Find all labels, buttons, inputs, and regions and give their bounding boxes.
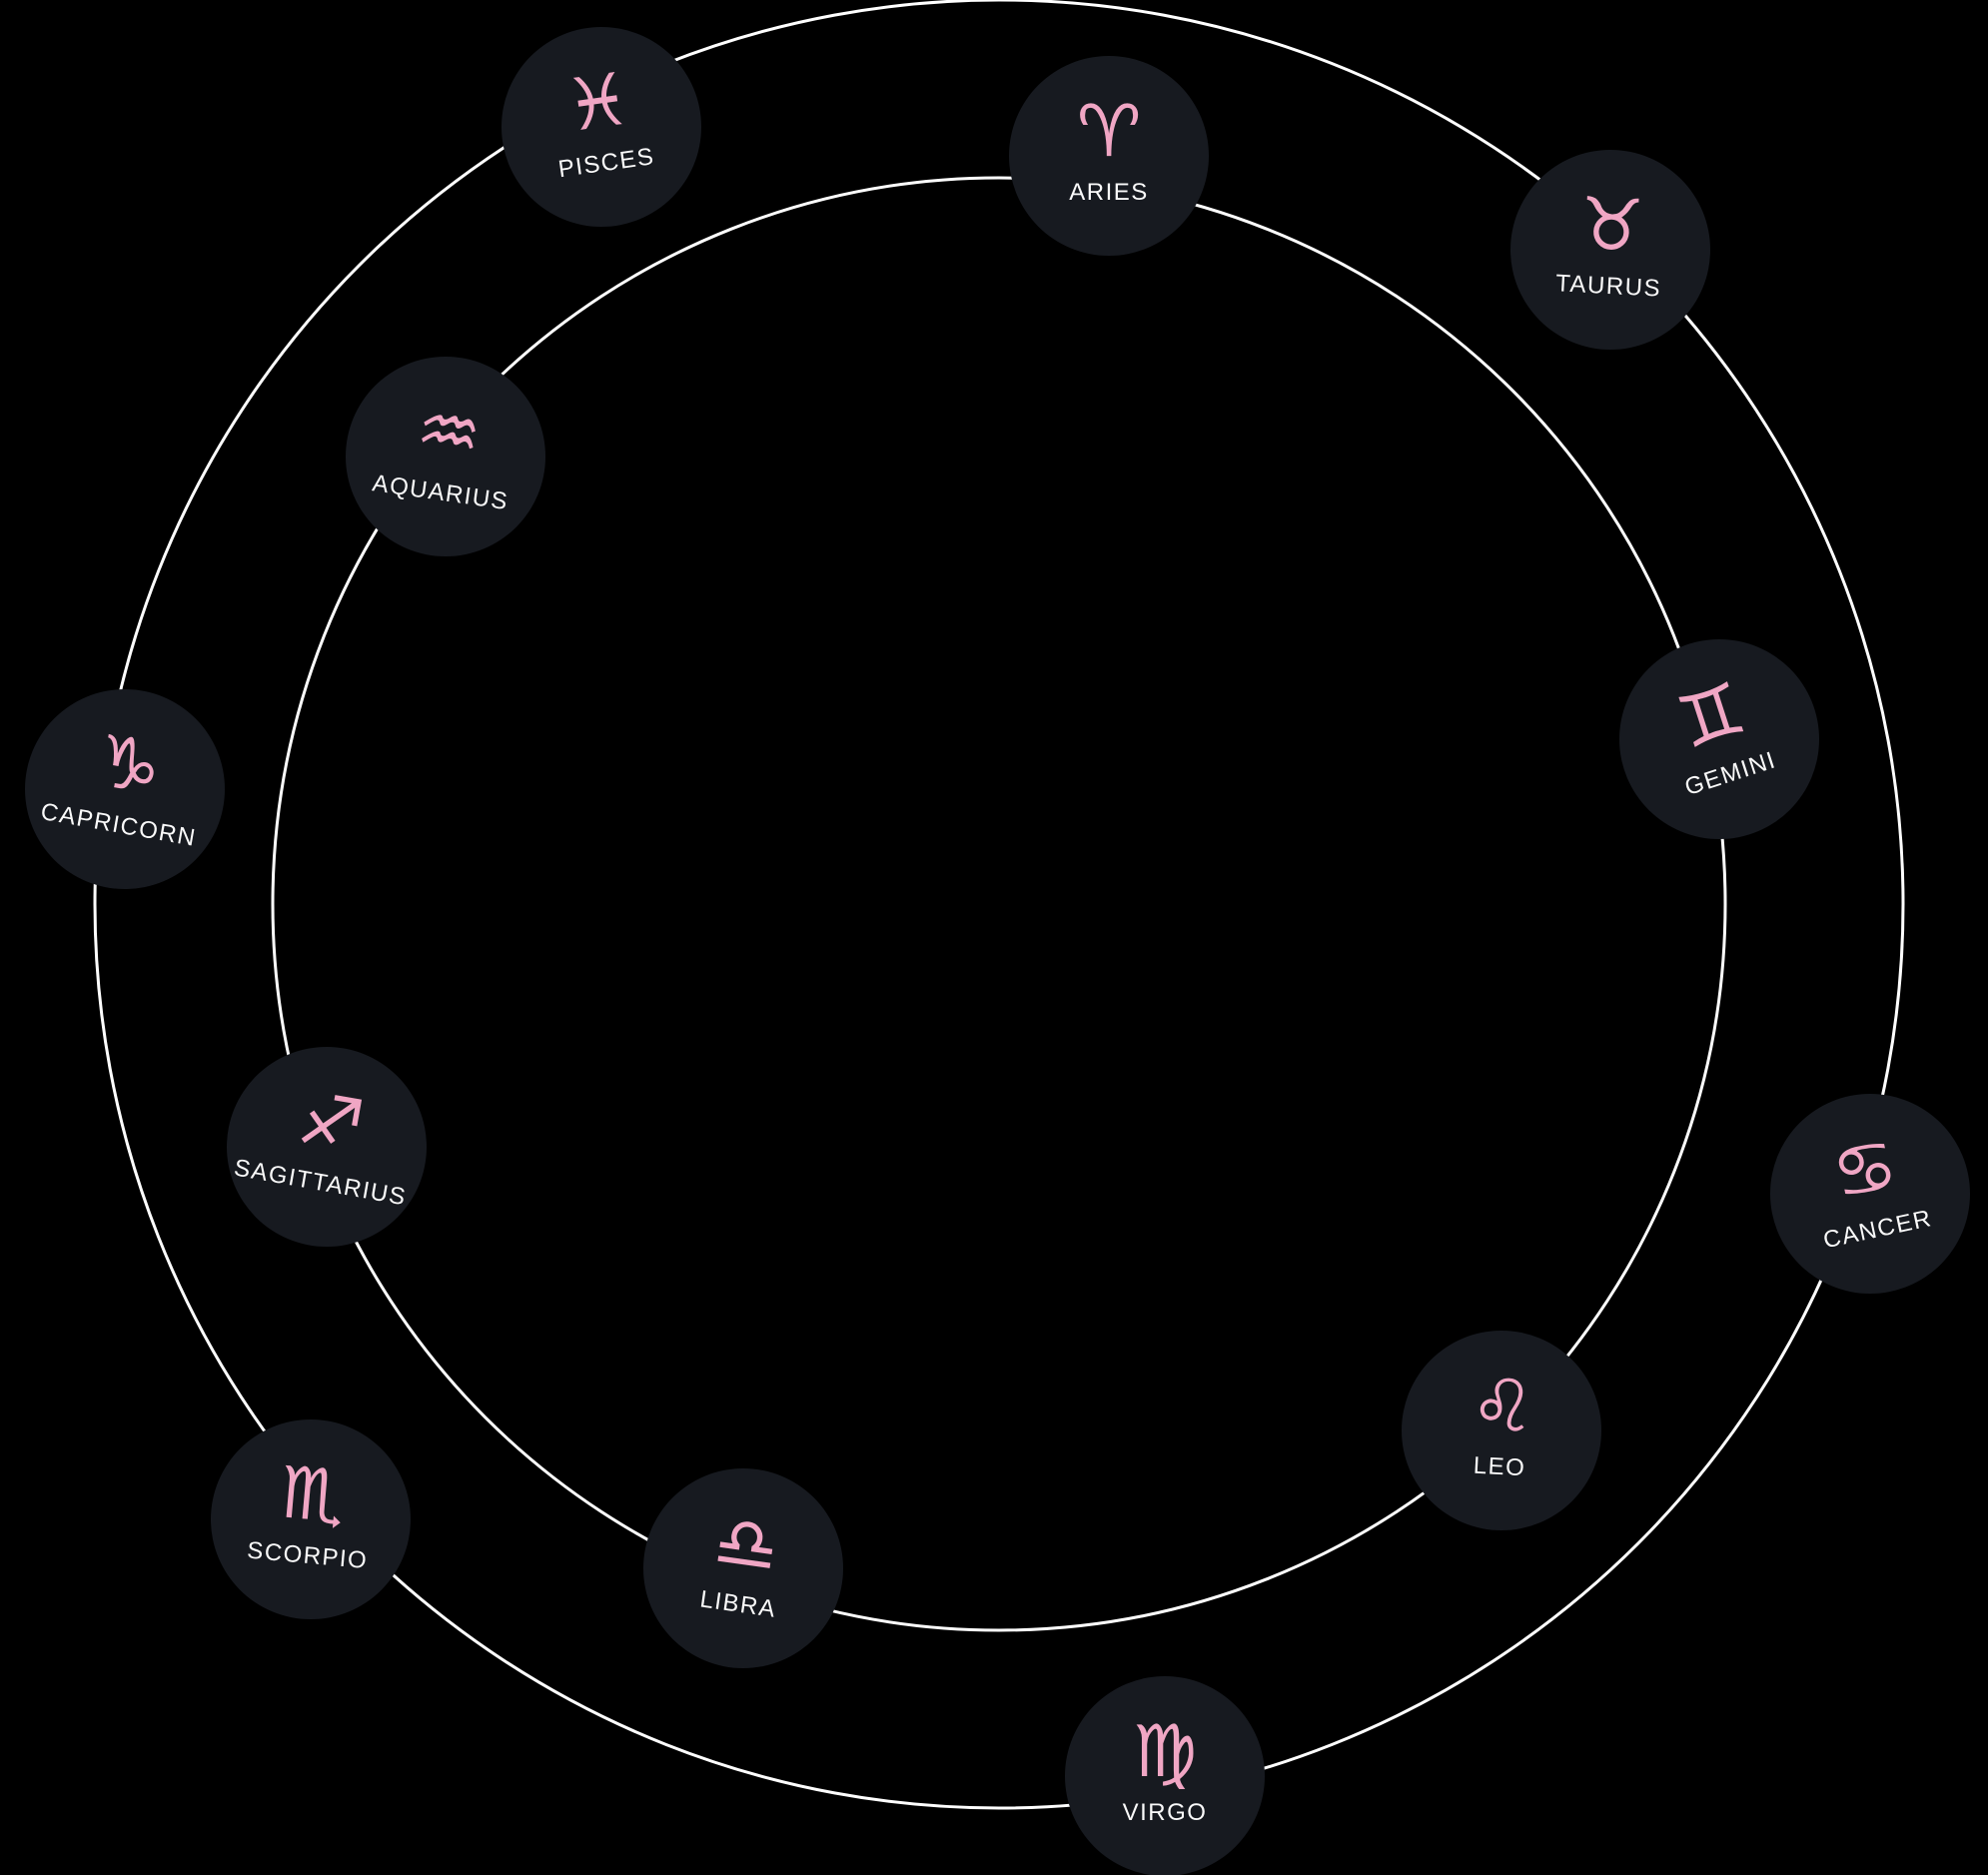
taurus-icon: ♉ bbox=[1576, 181, 1646, 269]
aquarius-icon: ♒ bbox=[411, 386, 488, 478]
pisces-label: PISCES bbox=[556, 143, 657, 184]
taurus-label: TAURUS bbox=[1554, 270, 1662, 303]
cancer-label: CANCER bbox=[1820, 1205, 1935, 1255]
scorpio-icon: ♏ bbox=[277, 1449, 349, 1539]
virgo-icon: ♍ bbox=[1132, 1709, 1198, 1793]
cancer-icon: ♋ bbox=[1824, 1121, 1906, 1218]
badge-sagittarius[interactable]: ♐SAGITTARIUS bbox=[227, 1047, 427, 1247]
badge-content-cancer: ♋CANCER bbox=[1751, 1075, 1988, 1312]
capricorn-label: CAPRICORN bbox=[38, 797, 199, 852]
scorpio-label: SCORPIO bbox=[246, 1536, 370, 1575]
libra-icon: ♎ bbox=[708, 1497, 785, 1590]
badge-content-capricorn: ♑CAPRICORN bbox=[9, 673, 241, 905]
badge-content-virgo: ♍ VIRGO bbox=[1065, 1676, 1265, 1875]
outer-ring-circle bbox=[93, 0, 1905, 1810]
badge-content-aquarius: ♒AQUARIUS bbox=[333, 344, 558, 569]
badge-content-libra: ♎LIBRA bbox=[630, 1455, 856, 1681]
libra-label: LIBRA bbox=[697, 1585, 778, 1623]
badge-content-sagittarius: ♐SAGITTARIUS bbox=[211, 1031, 443, 1263]
badge-content-aries: ♈ ARIES bbox=[1009, 56, 1209, 256]
badge-cancer[interactable]: ♋CANCER bbox=[1770, 1094, 1970, 1294]
badge-leo[interactable]: ♌LEO bbox=[1402, 1331, 1601, 1530]
pisces-icon: ♓ bbox=[559, 56, 636, 149]
badge-content-pisces: ♓PISCES bbox=[489, 14, 714, 240]
aries-icon: ♈ bbox=[1076, 89, 1142, 173]
badge-taurus[interactable]: ♉TAURUS bbox=[1510, 150, 1710, 350]
sagittarius-icon: ♐ bbox=[292, 1075, 371, 1170]
badge-content-gemini: ♊GEMINI bbox=[1593, 613, 1845, 865]
aquarius-label: AQUARIUS bbox=[371, 469, 510, 516]
badge-virgo[interactable]: ♍ VIRGO bbox=[1065, 1676, 1265, 1875]
capricorn-icon: ♑ bbox=[90, 717, 169, 812]
badge-content-scorpio: ♏SCORPIO bbox=[203, 1411, 420, 1628]
virgo-label: VIRGO bbox=[1122, 1799, 1208, 1826]
badge-scorpio[interactable]: ♏SCORPIO bbox=[211, 1419, 411, 1619]
leo-label: LEO bbox=[1473, 1451, 1527, 1482]
badge-capricorn[interactable]: ♑CAPRICORN bbox=[25, 689, 225, 889]
badge-gemini[interactable]: ♊GEMINI bbox=[1619, 639, 1819, 839]
badge-aries[interactable]: ♈ ARIES bbox=[1009, 56, 1209, 256]
gemini-icon: ♊ bbox=[1667, 665, 1755, 766]
badge-content-taurus: ♉TAURUS bbox=[1505, 145, 1715, 355]
badge-content-leo: ♌LEO bbox=[1397, 1326, 1606, 1535]
aries-label: ARIES bbox=[1069, 179, 1149, 206]
badge-aquarius[interactable]: ♒AQUARIUS bbox=[346, 357, 545, 556]
badge-libra[interactable]: ♎LIBRA bbox=[643, 1468, 843, 1668]
badge-pisces[interactable]: ♓PISCES bbox=[501, 27, 701, 227]
leo-icon: ♌ bbox=[1468, 1362, 1537, 1449]
inner-ring-circle bbox=[271, 176, 1727, 1632]
